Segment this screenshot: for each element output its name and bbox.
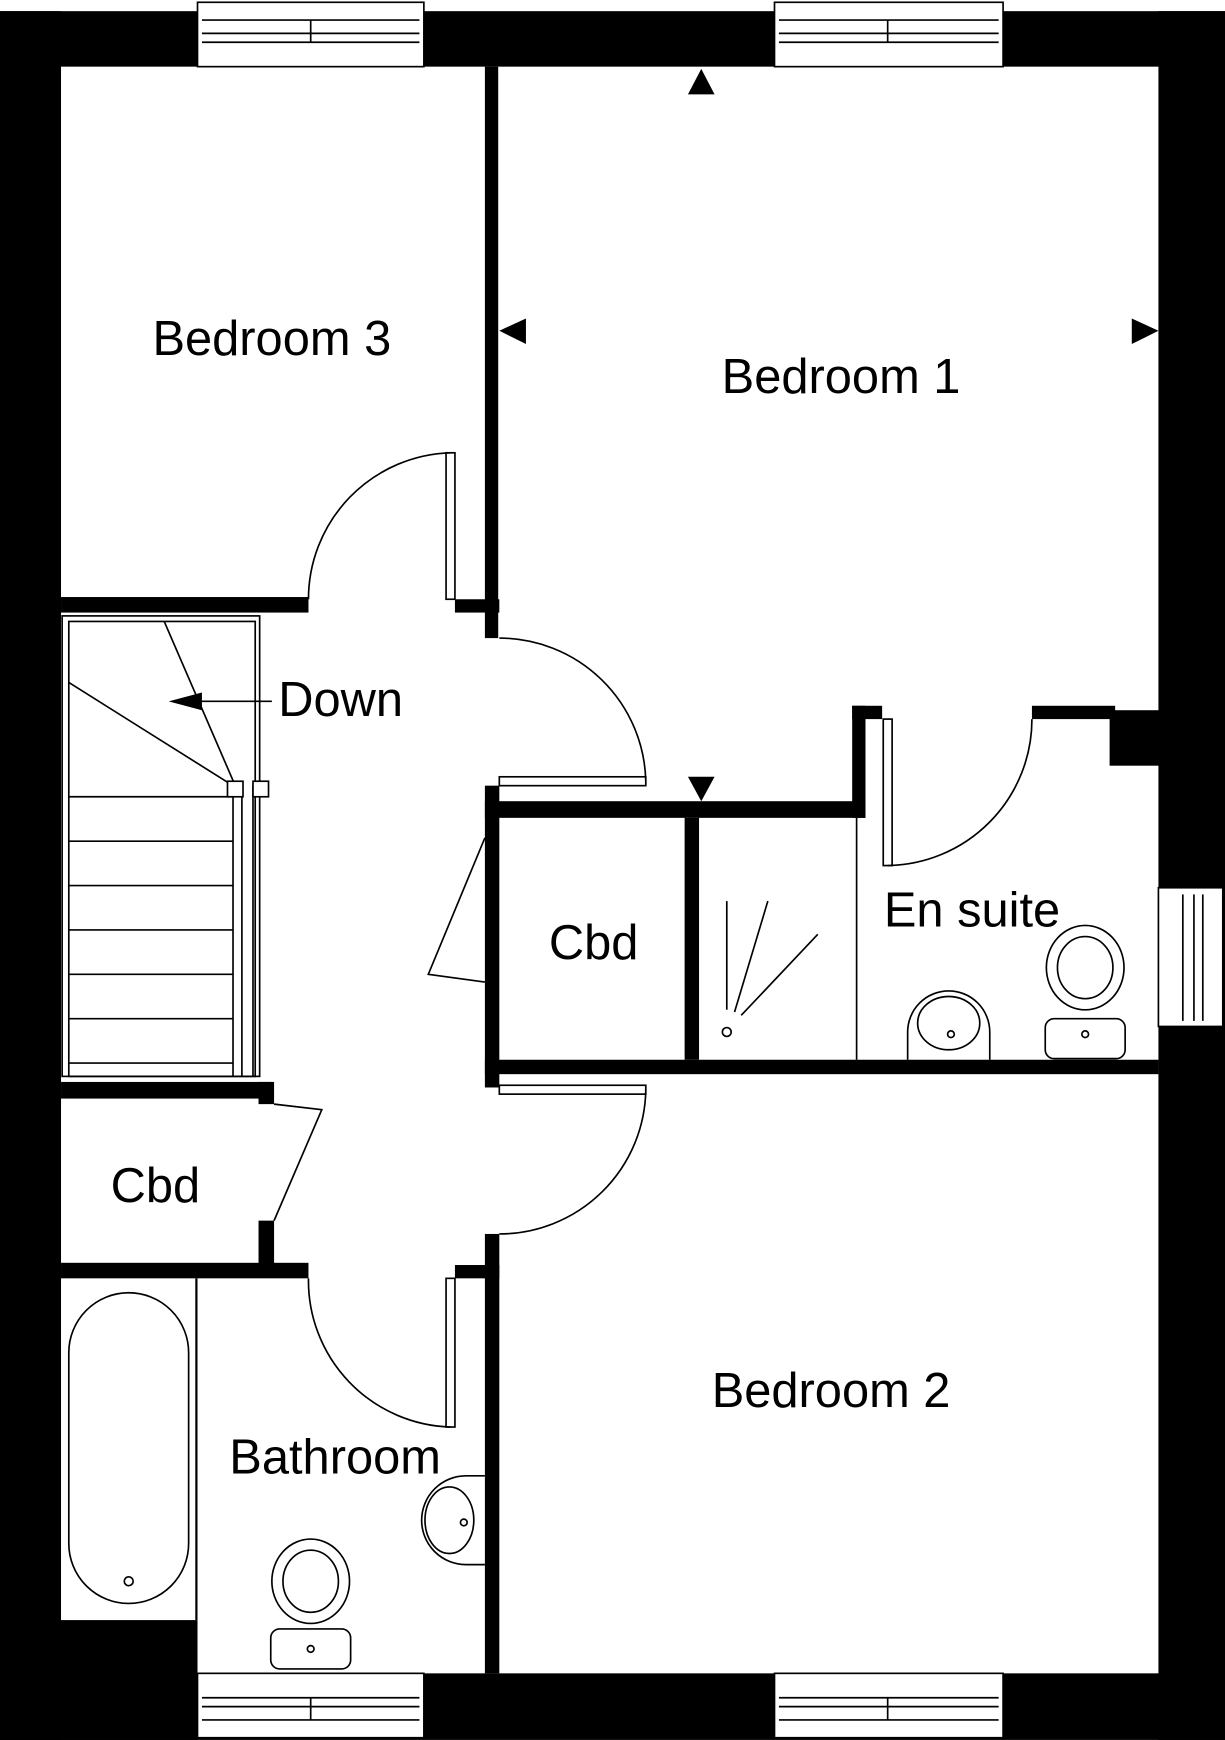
label-stairs-down: Down bbox=[278, 673, 403, 727]
label-bedroom2: Bedroom 2 bbox=[712, 1364, 951, 1418]
label-bedroom3: Bedroom 3 bbox=[152, 312, 391, 366]
door-bedroom2 bbox=[498, 1084, 647, 1235]
ensuite-basin bbox=[906, 990, 991, 1060]
fixtures bbox=[67, 817, 1126, 1670]
staircase bbox=[61, 615, 272, 1078]
bathroom-toilet bbox=[269, 1538, 352, 1670]
label-cupboard-lower: Cbd bbox=[111, 1159, 201, 1213]
marker-arrow-right-icon bbox=[1131, 318, 1159, 345]
bathtub bbox=[67, 1291, 190, 1605]
label-bedroom1: Bedroom 1 bbox=[722, 350, 961, 404]
window-ensuite bbox=[1157, 886, 1224, 1028]
doors bbox=[273, 451, 1033, 1428]
door-ensuite bbox=[882, 718, 1033, 867]
door-bathroom bbox=[307, 1277, 456, 1428]
ensuite-toilet bbox=[1044, 924, 1126, 1060]
marker-arrow-up-icon bbox=[687, 68, 715, 95]
window-bedroom2 bbox=[773, 1672, 1004, 1739]
door-bedroom1 bbox=[498, 637, 647, 787]
windows bbox=[196, 1, 1224, 1739]
dimension-markers bbox=[499, 68, 1159, 802]
bathroom-basin bbox=[420, 1475, 485, 1566]
door-cupboard-lower bbox=[273, 1103, 323, 1221]
label-bathroom: Bathroom bbox=[229, 1431, 441, 1485]
window-bedroom1 bbox=[773, 1, 1004, 68]
marker-arrow-down-icon bbox=[687, 776, 715, 802]
shower bbox=[721, 900, 819, 1038]
marker-arrow-left-icon bbox=[499, 318, 526, 345]
window-bedroom3 bbox=[196, 1, 425, 68]
window-bathroom bbox=[196, 1672, 425, 1739]
outer-walls bbox=[0, 11, 1225, 1740]
internal-walls bbox=[61, 66, 1159, 1674]
label-ensuite: En suite bbox=[884, 884, 1060, 938]
stairs-arrow-icon bbox=[168, 692, 202, 711]
label-cupboard-upper: Cbd bbox=[549, 916, 639, 970]
room-labels: Bedroom 3 Bedroom 1 Down Cbd En suite Cb… bbox=[111, 312, 1061, 1484]
door-bedroom3 bbox=[307, 451, 456, 601]
door-cupboard-upper bbox=[427, 837, 486, 983]
